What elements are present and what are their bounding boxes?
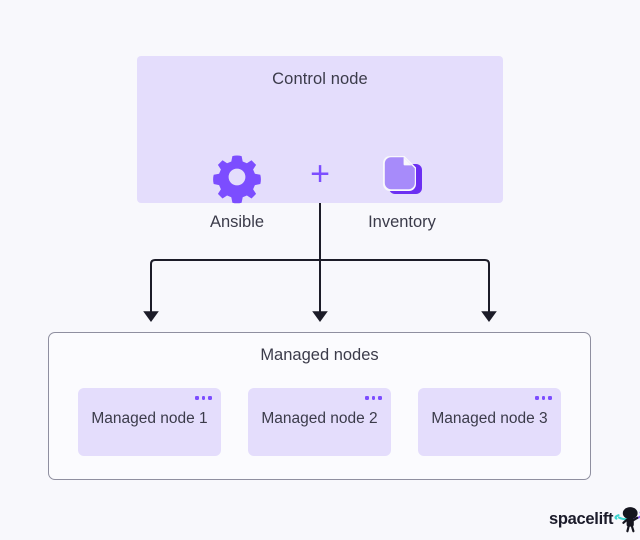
inventory-label: Inventory	[368, 213, 436, 231]
managed-node-label: Managed node 2	[261, 410, 378, 427]
managed-nodes-panel: Managed nodes Managed node 1 Managed nod…	[48, 332, 591, 480]
control-node-title: Control node	[272, 70, 368, 88]
more-options-icon[interactable]	[365, 396, 382, 400]
astronaut-planet-icon	[614, 507, 640, 533]
control-node-panel: Control node Ansible +	[137, 56, 503, 231]
managed-nodes-title: Managed nodes	[260, 346, 379, 364]
documents-icon	[327, 146, 477, 208]
managed-node-list: Managed node 1 Managed node 2 Managed no…	[78, 388, 561, 456]
logo-wordmark: spacelift	[549, 509, 614, 528]
managed-node-card[interactable]: Managed node 1	[78, 388, 221, 456]
managed-node-card[interactable]: Managed node 3	[418, 388, 561, 456]
managed-node-label: Managed node 3	[431, 410, 548, 427]
inventory-component: Inventory	[327, 146, 477, 232]
plus-icon: +	[310, 155, 330, 193]
gear-icon	[162, 146, 312, 208]
managed-node-label: Managed node 1	[91, 410, 208, 427]
more-options-icon[interactable]	[195, 396, 212, 400]
managed-node-card[interactable]: Managed node 2	[248, 388, 391, 456]
more-options-icon[interactable]	[535, 396, 552, 400]
ansible-component: Ansible	[162, 146, 312, 232]
spacelift-logo: spacelift	[549, 505, 640, 533]
ansible-label: Ansible	[209, 213, 265, 231]
